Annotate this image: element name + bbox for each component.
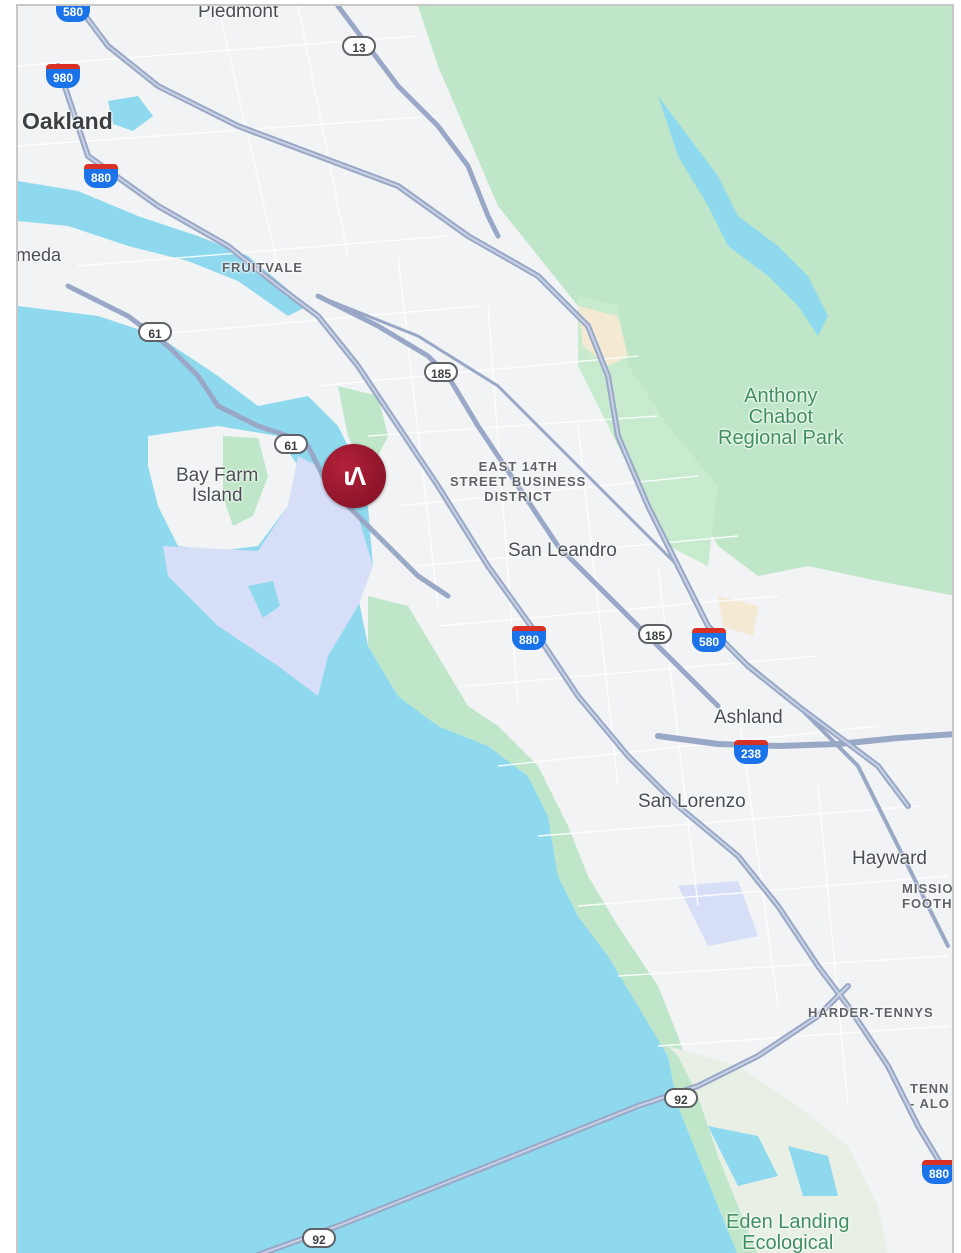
label-eden-landing: Eden Landing Ecological (726, 1211, 850, 1253)
i980-shield: 980 (46, 64, 80, 88)
i238-shield: 238 (734, 740, 768, 764)
i880-shield-mid: 880 (512, 626, 546, 650)
industrial-area (678, 881, 758, 946)
i580-shield-mid: 580 (692, 628, 726, 652)
map-canvas (18, 6, 952, 1253)
bay-farm-park (223, 436, 268, 526)
location-marker-pin[interactable]: ɩΛ (322, 444, 386, 508)
hills-park-area (418, 6, 952, 596)
sr61-shield-b: 61 (274, 434, 308, 454)
salt-pond-water-2 (788, 1146, 838, 1196)
label-harder-tennyson: HARDER-TENNYS (808, 1005, 934, 1020)
sr61-shield-a: 61 (138, 322, 172, 342)
sand-area (578, 306, 628, 366)
map-view[interactable]: Piedmont Oakland meda FRUITVALE Bay Farm… (16, 4, 954, 1253)
shoreline-strip (368, 596, 758, 1253)
label-anthony-chabot-park: Anthony Chabot Regional Park (718, 385, 844, 449)
label-east-14th-district: EAST 14TH STREET BUSINESS DISTRICT (450, 459, 587, 504)
lake-water (108, 96, 153, 131)
sr92-shield-a: 92 (664, 1088, 698, 1108)
sr13-shield: 13 (342, 36, 376, 56)
sr185-shield-b: 185 (638, 624, 672, 644)
i580-shield-top: 580 (56, 6, 90, 22)
sr92-shield-b: 92 (302, 1228, 336, 1248)
airport-runway-pond (248, 581, 280, 618)
sand-area-2 (718, 596, 758, 636)
salt-pond-water-1 (708, 1126, 778, 1186)
i880-shield-bottom: 880 (922, 1160, 952, 1184)
label-mission-foothills: MISSIO FOOTHI (902, 881, 954, 911)
airport-area (163, 456, 373, 696)
label-ashland: Ashland (714, 707, 783, 728)
reservoir-water (658, 96, 828, 336)
label-bay-farm-island: Bay Farm Island (176, 465, 259, 506)
label-fruitvale: FRUITVALE (222, 260, 303, 275)
e14th-blvd (316, 294, 680, 568)
label-alameda: meda (16, 245, 62, 265)
label-hayward: Hayward (852, 848, 927, 869)
salt-ponds (668, 1046, 888, 1253)
label-san-lorenzo: San Lorenzo (638, 791, 746, 812)
label-san-leandro: San Leandro (508, 540, 617, 561)
i880-shield-top: 880 (84, 164, 118, 188)
i238-highway (655, 731, 952, 749)
sr185-shield-a: 185 (424, 362, 458, 382)
label-piedmont: Piedmont (198, 4, 279, 22)
estuary-water (18, 181, 308, 316)
marker-logo: ɩΛ (343, 461, 367, 491)
label-tennyson-alo: TENN - ALO (910, 1081, 950, 1111)
label-oakland: Oakland (22, 108, 113, 134)
